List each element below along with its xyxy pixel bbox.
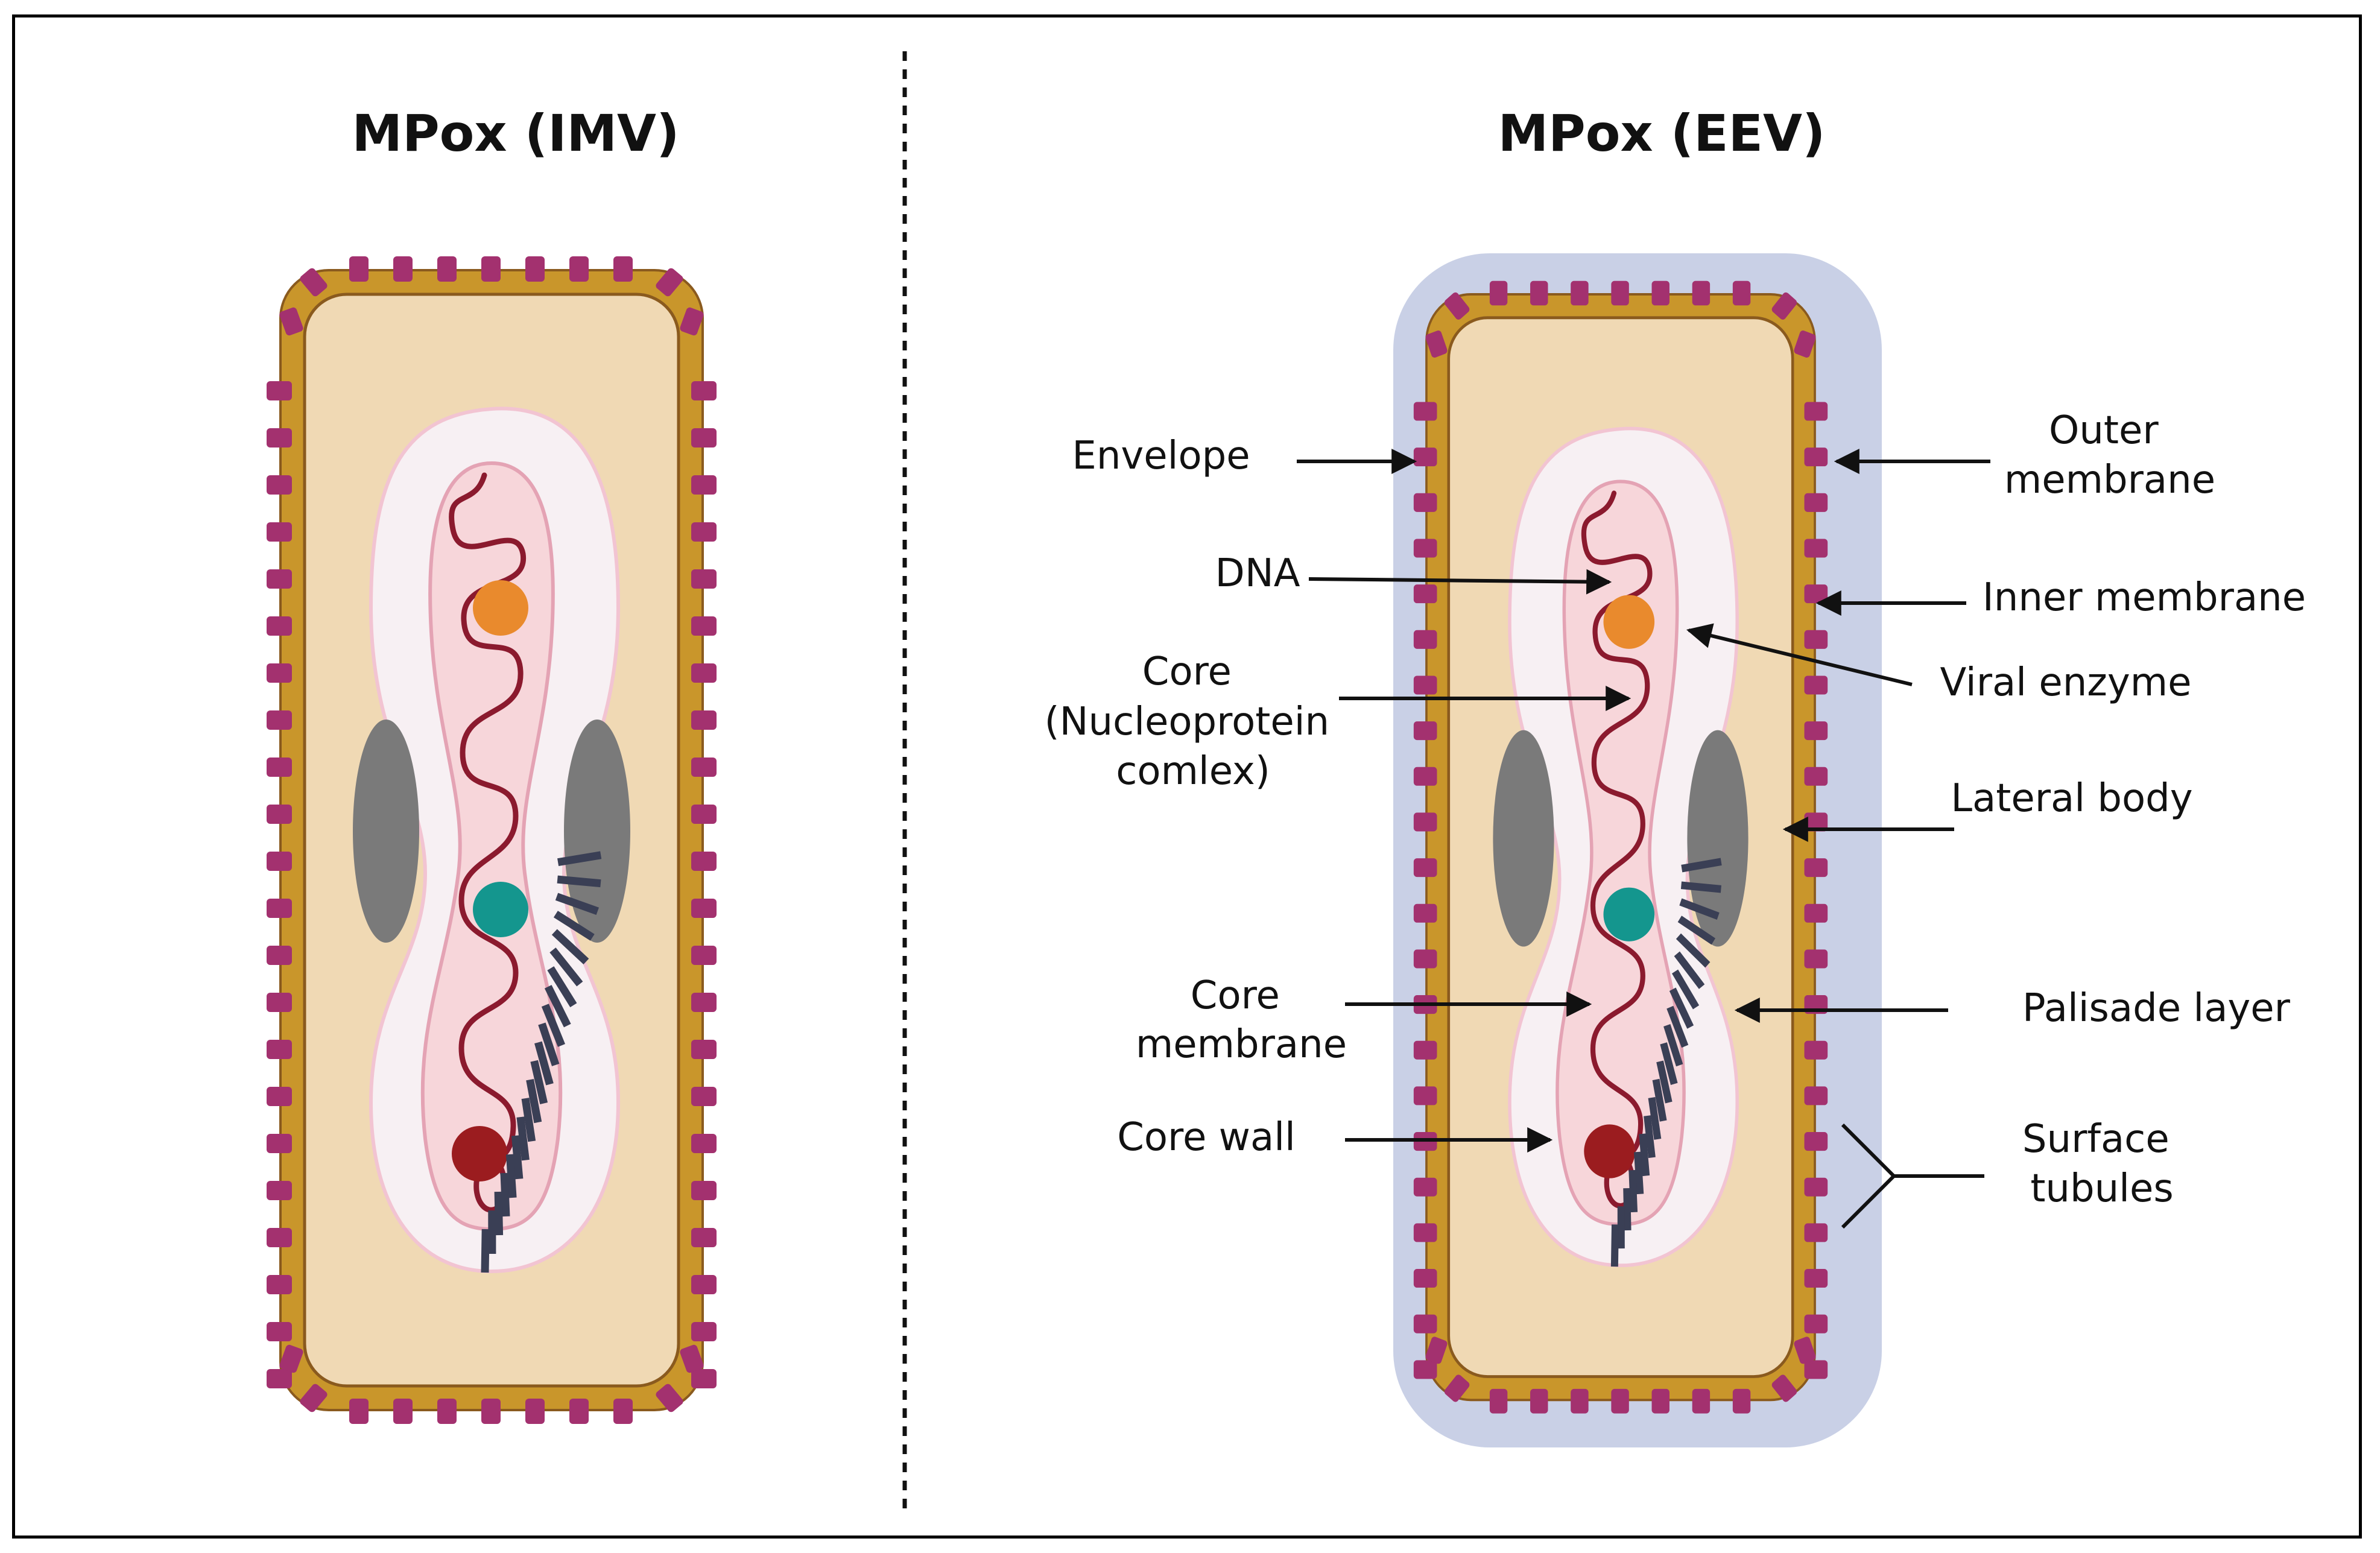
label-lateral-body: Lateral body bbox=[1951, 776, 2192, 821]
label-inner-membrane: Inner membrane bbox=[1983, 575, 2306, 620]
label-core-membrane-line-2: membrane bbox=[1136, 1022, 1347, 1067]
label-core-line-2: (Nucleoprotein bbox=[1045, 700, 1329, 744]
label-surface-tubules-line-2: tubules bbox=[2030, 1166, 2173, 1211]
label-palisade-layer: Palisade layer bbox=[2022, 986, 2291, 1031]
arrow-dna bbox=[1308, 569, 1612, 595]
label-dna: DNA bbox=[1215, 551, 1300, 596]
label-core-wall: Core wall bbox=[1117, 1115, 1296, 1160]
label-core: Core (Nucleoprotein comlex) bbox=[1045, 650, 1342, 794]
label-core-membrane: Core membrane bbox=[1136, 973, 1347, 1067]
label-surface-tubules: Surface tubules bbox=[2022, 1117, 2182, 1211]
label-outer-membrane-line-2: membrane bbox=[2004, 458, 2215, 502]
title-imv: MPox (IMV) bbox=[352, 104, 680, 163]
label-envelope: Envelope bbox=[1072, 434, 1250, 478]
label-core-line-3: comlex) bbox=[1116, 749, 1270, 794]
label-surface-tubules-line-1: Surface bbox=[2022, 1117, 2170, 1162]
arrow-viral-enzyme bbox=[1686, 623, 1913, 686]
label-viral-enzyme: Viral enzyme bbox=[1940, 660, 2192, 705]
label-core-line-1: Core bbox=[1142, 650, 1232, 694]
label-outer-membrane-line-1: Outer bbox=[2049, 408, 2159, 453]
annotation-arrows bbox=[1297, 449, 1990, 1229]
virion-imv bbox=[267, 256, 717, 1424]
label-outer-membrane: Outer membrane bbox=[2004, 408, 2215, 502]
title-eev: MPox (EEV) bbox=[1498, 104, 1826, 163]
label-core-membrane-line-1: Core bbox=[1191, 973, 1280, 1018]
virion-eev bbox=[1414, 281, 1828, 1414]
